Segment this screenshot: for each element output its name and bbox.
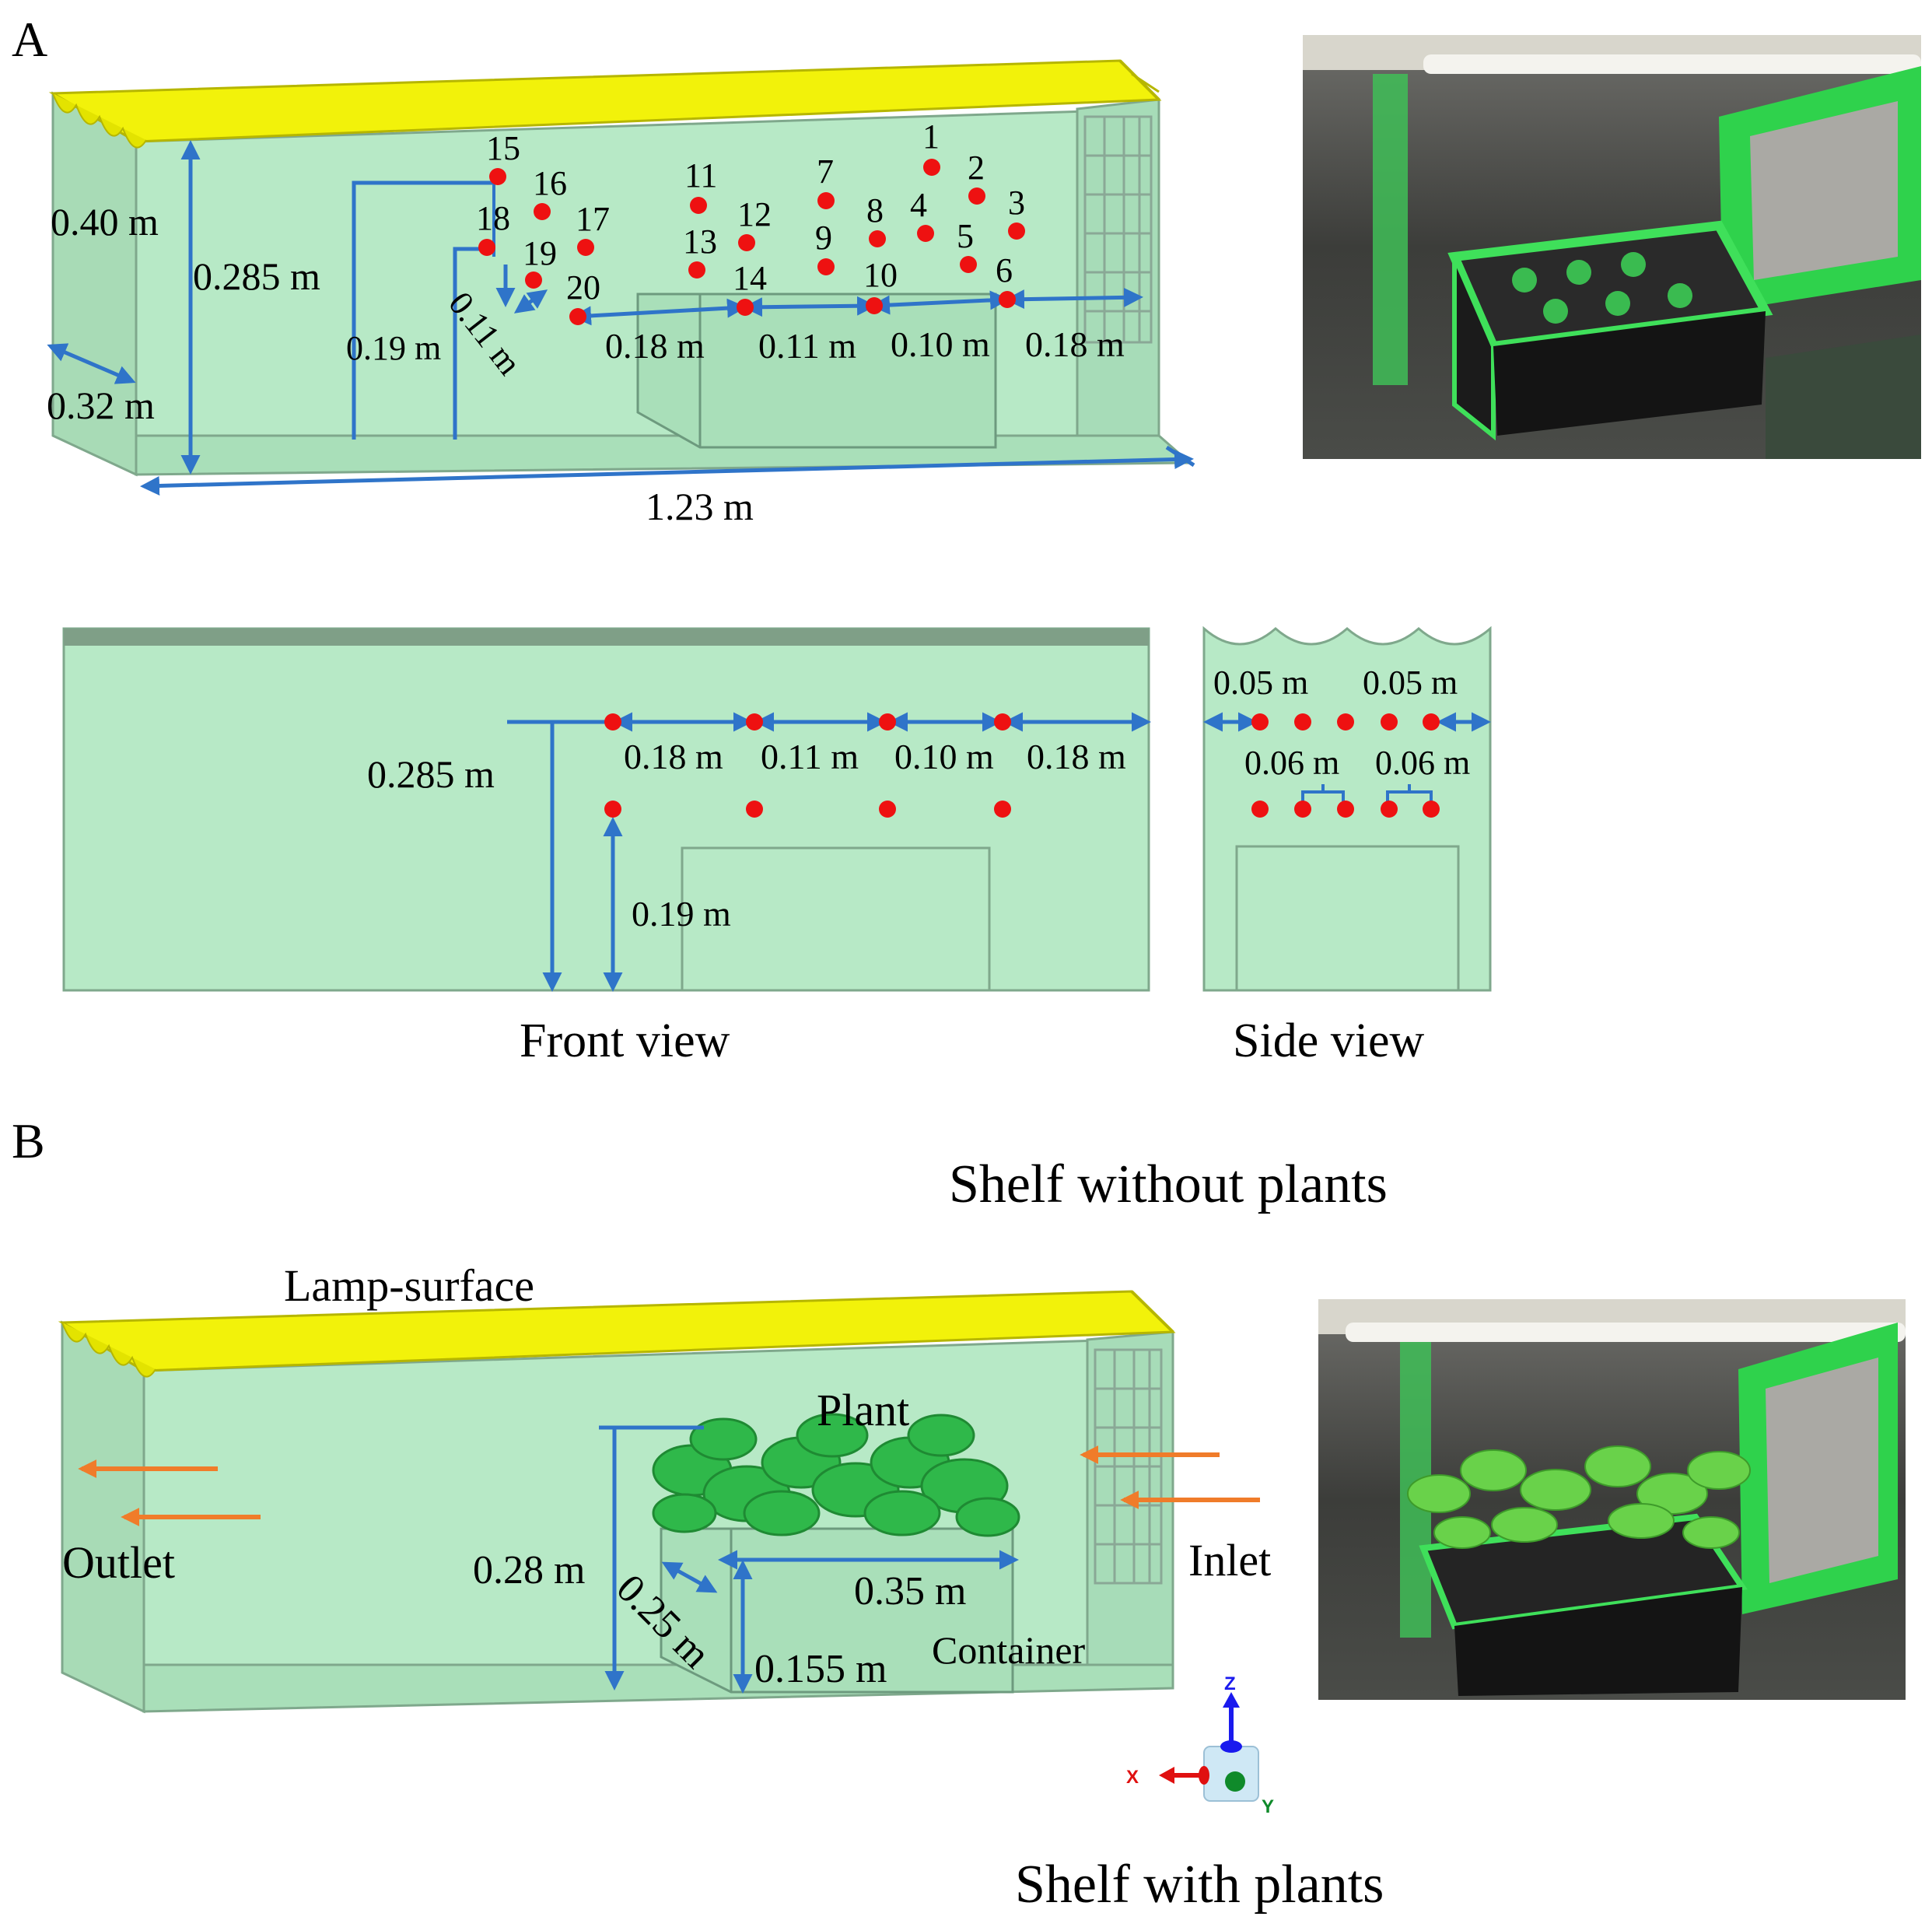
sensor-label: 6 xyxy=(996,251,1013,289)
sensor-label: 19 xyxy=(523,234,557,272)
front-dim-s4: 0.18 m xyxy=(1027,737,1126,776)
sensor-label: 12 xyxy=(737,195,772,233)
dim-height: 0.40 m xyxy=(51,200,159,244)
lamp-surface-label: Lamp-surface xyxy=(284,1260,534,1311)
axes-triad: Z X Y xyxy=(1126,1673,1274,1817)
sensor-label: 9 xyxy=(815,219,832,257)
sensor-label: 16 xyxy=(533,164,567,202)
sensor-label: 18 xyxy=(476,199,510,237)
dim-h-upper: 0.285 m xyxy=(193,254,320,298)
side-view-container xyxy=(1235,845,1460,992)
dim-s1: 0.18 m xyxy=(605,326,705,366)
dimension-lines-a xyxy=(47,140,1195,496)
airflow-arrows xyxy=(78,1445,1260,1526)
dim-s2: 0.11 m xyxy=(758,326,856,366)
front-view-lamp xyxy=(64,629,1149,646)
sensor-label: 2 xyxy=(968,149,985,187)
axis-y: Y xyxy=(1262,1796,1274,1817)
sensor-label: 11 xyxy=(684,156,717,194)
caption-without-plants: Shelf without plants xyxy=(949,1154,1388,1214)
front-dim-s1: 0.18 m xyxy=(624,737,723,776)
sensor-label: 15 xyxy=(486,129,520,167)
side-dim-top-left: 0.05 m xyxy=(1213,664,1308,702)
axis-z: Z xyxy=(1224,1673,1236,1694)
side-dim-top-right: 0.05 m xyxy=(1363,664,1458,702)
dim-s4: 0.18 m xyxy=(1025,324,1125,364)
dim-s3: 0.10 m xyxy=(891,324,990,364)
sensor-label: 17 xyxy=(576,200,610,238)
front-dim-h-upper: 0.285 m xyxy=(367,752,495,796)
sensor-labels-a: 1 2 3 4 5 6 7 8 9 10 11 12 13 14 15 16 1… xyxy=(476,117,1025,307)
front-view: 0.285 m 0.19 m 0.18 m 0.11 m 0.10 m 0.18… xyxy=(62,627,1151,1067)
front-dim-s3: 0.10 m xyxy=(894,737,994,776)
side-dim-mid-right: 0.06 m xyxy=(1375,744,1470,782)
panel-label-a: A xyxy=(12,12,47,67)
front-dim-s2: 0.11 m xyxy=(761,737,859,776)
right-end-wall xyxy=(1076,98,1160,437)
sensor-label: 7 xyxy=(817,152,834,191)
photo-shelf-with-plants xyxy=(1318,1299,1906,1700)
outlet-label: Outlet xyxy=(62,1537,175,1588)
sensor-label: 20 xyxy=(566,268,600,307)
dim-container-h: 0.155 m xyxy=(754,1647,887,1691)
dim-length: 1.23 m xyxy=(646,485,754,528)
front-view-caption: Front view xyxy=(520,1014,730,1067)
container-box-a xyxy=(636,293,997,449)
sensor-label: 13 xyxy=(683,222,717,261)
dim-depth: 0.32 m xyxy=(47,384,155,427)
sensor-label: 4 xyxy=(910,186,927,224)
front-dim-h-lower: 0.19 m xyxy=(632,894,731,934)
side-view: 0.05 m 0.05 m 0.06 m 0.06 m Side view xyxy=(1202,625,1492,1067)
side-dim-mid-left: 0.06 m xyxy=(1244,744,1339,782)
photo-shelf-without-plants xyxy=(1303,35,1921,459)
dim-h-lower: 0.19 m xyxy=(346,329,441,367)
side-view-caption: Side view xyxy=(1233,1014,1424,1067)
front-view-container xyxy=(681,846,991,992)
container-label: Container xyxy=(932,1628,1086,1672)
plant-label: Plant xyxy=(817,1385,909,1435)
inlet-label: Inlet xyxy=(1188,1535,1271,1585)
floor-b xyxy=(142,1663,1174,1713)
floor xyxy=(135,434,1193,476)
dim-total-h: 0.28 m xyxy=(473,1548,585,1592)
sensor-points-a xyxy=(478,159,1025,325)
sensor-label: 3 xyxy=(1008,184,1025,222)
sensor-label: 1 xyxy=(922,117,940,156)
lamp-waves-a xyxy=(52,93,147,149)
sensor-label: 5 xyxy=(957,217,974,255)
axis-x: X xyxy=(1126,1767,1139,1788)
dimension-lines-b xyxy=(599,1425,1019,1694)
sensor-label: 14 xyxy=(733,259,767,297)
dim-container-length: 0.35 m xyxy=(854,1569,966,1613)
panel-label-b: B xyxy=(12,1113,45,1168)
sensor-label: 10 xyxy=(863,256,898,294)
caption-with-plants: Shelf with plants xyxy=(1015,1855,1384,1915)
sensor-label: 8 xyxy=(866,191,884,229)
plant-canopy xyxy=(652,1413,1020,1537)
